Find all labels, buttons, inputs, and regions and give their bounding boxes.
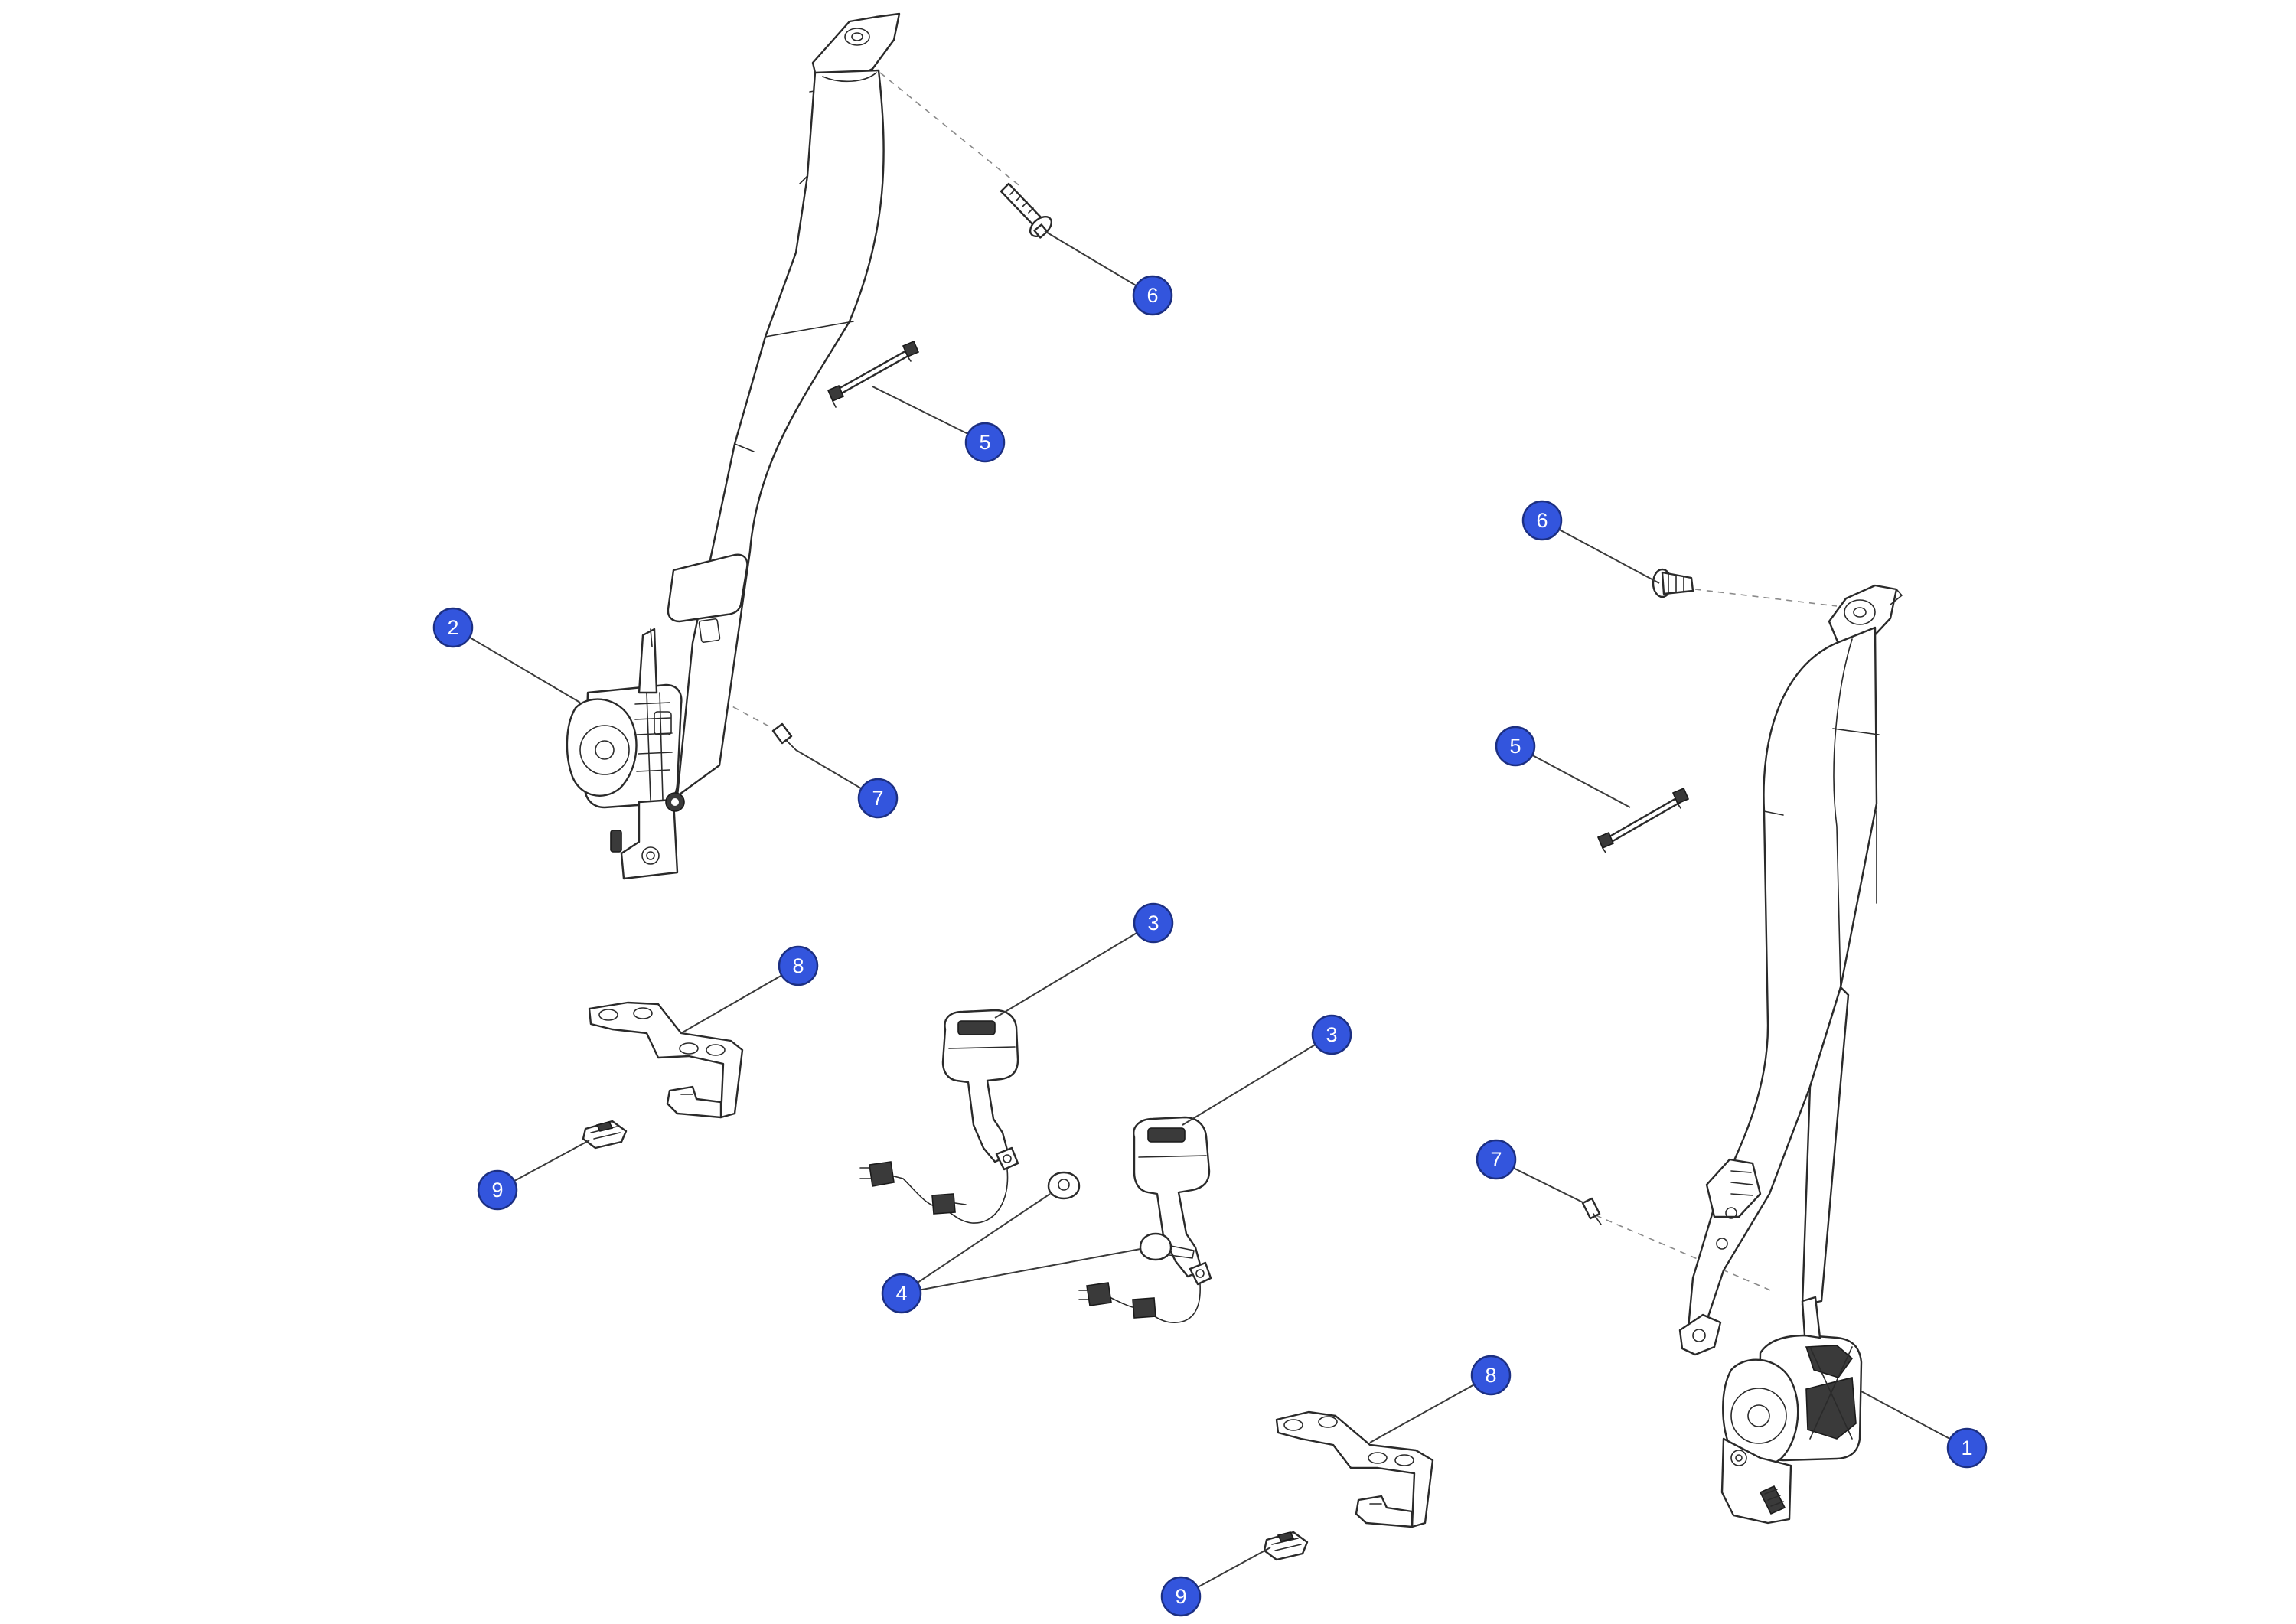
callout-8-left-label: 8 [792,954,804,977]
callout-7-left: 7 [857,778,899,819]
callout-2-circle [432,607,474,648]
callout-9-left-circle [477,1169,518,1211]
callout-6-right-label: 6 [1536,509,1548,532]
callout-9-left: 9 [477,1169,518,1211]
left-retractor [566,628,685,880]
callout-5-right: 5 [1495,726,1536,767]
callout-1-label: 1 [1961,1436,1972,1459]
buckle-bolt-4b [1139,1232,1195,1261]
callout-9-right: 9 [1160,1576,1202,1617]
callout-8-right-label: 8 [1485,1364,1496,1387]
left-bracket-8 [588,1001,744,1119]
callout-5-right-circle [1495,726,1536,767]
callout-7-right-circle [1476,1139,1517,1180]
callout-1-circle [1946,1427,1988,1469]
callout-8-left: 8 [778,945,819,986]
left-bolt-7 [771,722,797,751]
callout-3-lower-label: 3 [1326,1023,1337,1046]
callout-5-left-circle [964,422,1006,463]
right-clip-9 [1263,1531,1309,1561]
right-bolt-6 [1652,568,1694,598]
callout-3-lower: 3 [1311,1014,1352,1055]
right-bolt-7 [1581,1197,1602,1225]
left-rod-5 [827,340,920,408]
callout-8-right-circle [1470,1355,1512,1396]
callout-4-label: 4 [895,1282,907,1305]
right-retractor [1720,1296,1863,1525]
callout-7-right-label: 7 [1490,1148,1502,1171]
callout-6-left-circle [1132,275,1173,316]
callout-2-label: 2 [447,616,458,639]
callout-3-upper-label: 3 [1147,911,1159,934]
callout-3-lower-circle [1311,1014,1352,1055]
right-rod-5 [1596,787,1690,853]
callout-7-right: 7 [1476,1139,1517,1180]
callout-1: 1 [1946,1427,1988,1469]
callout-6-right: 6 [1521,500,1563,541]
callout-4-circle [881,1273,922,1314]
right-belt-guide [1705,1158,1762,1250]
callout-5-right-label: 5 [1509,735,1521,758]
right-bracket-8 [1275,1410,1434,1528]
callout-7-left-label: 7 [872,787,883,810]
callout-6-left: 6 [1132,275,1173,316]
left-clip-9 [582,1120,628,1150]
leader-lines [452,230,1968,1597]
callout-9-right-label: 9 [1175,1585,1186,1608]
left-belt-webbing [676,69,885,797]
callout-5-left-label: 5 [979,431,990,454]
callout-6-right-circle [1521,500,1563,541]
right-lower-anchor [1678,1313,1722,1356]
callouts: 6 5 2 7 8 9 3 3 [432,275,1988,1617]
callout-3-upper: 3 [1133,902,1174,944]
center-buckle-left [859,1009,1019,1224]
callout-6-left-label: 6 [1146,284,1158,307]
left-belt-guide [667,553,748,643]
right-belt-webbing [1687,626,1878,1329]
right-seat-belt-assembly [1595,584,1903,1525]
callout-9-left-label: 9 [491,1179,503,1202]
callout-3-upper-circle [1133,902,1174,944]
left-seat-belt-assembly [566,12,1022,880]
center-buckle-right [1078,1116,1212,1323]
buckle-bolt-4a [1047,1171,1081,1200]
callout-8-left-circle [778,945,819,986]
callout-2: 2 [432,607,474,648]
callout-8-right: 8 [1470,1355,1512,1396]
callout-7-left-circle [857,778,899,819]
callout-4: 4 [881,1273,922,1314]
callout-9-right-circle [1160,1576,1202,1617]
callout-5-left: 5 [964,422,1006,463]
